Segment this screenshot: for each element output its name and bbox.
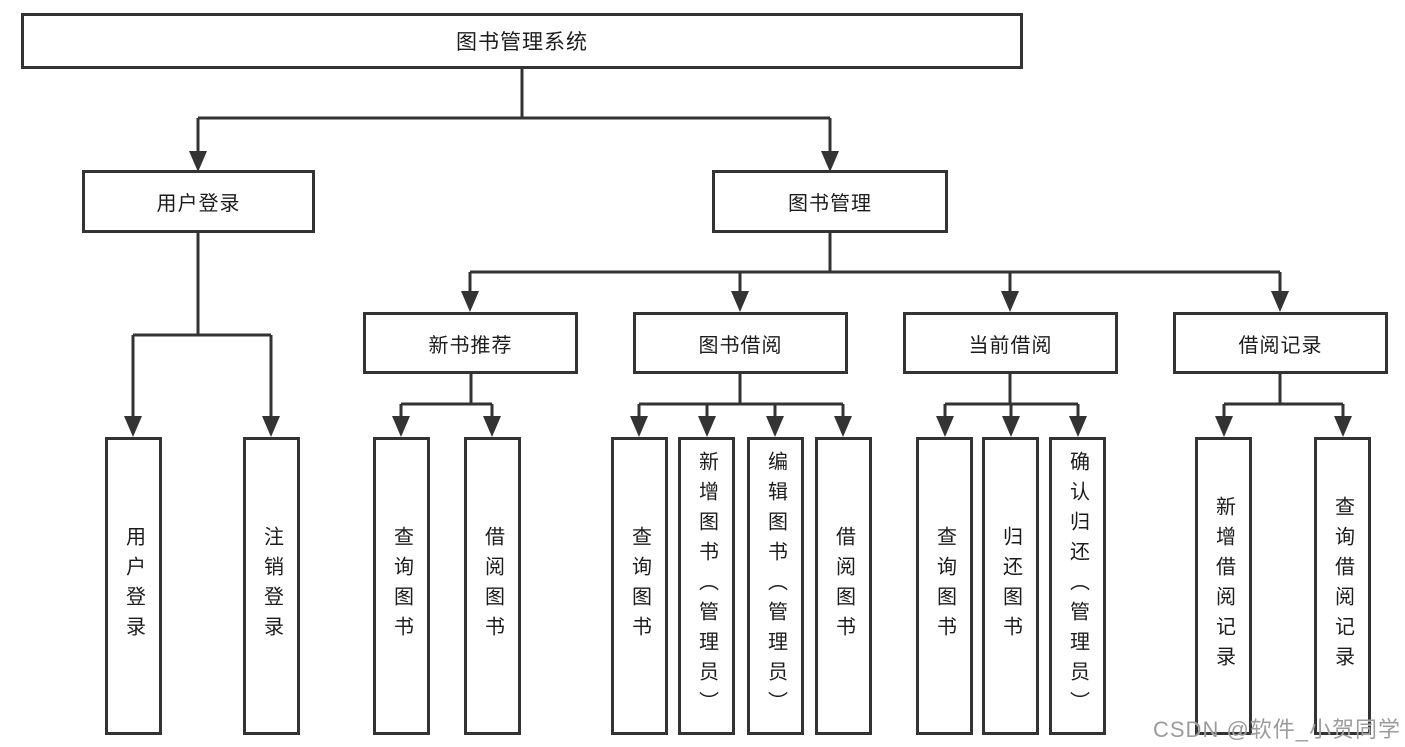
leaf-confirm-return-admin: 确认归还（管理员） [1049, 437, 1106, 735]
leaf-logout: 注销登录 [243, 437, 300, 735]
arrowhead-down-icon [189, 151, 207, 172]
leaf-label: 查询借阅记录 [1331, 496, 1354, 676]
leaf-add-books-admin: 新增图书（管理员） [678, 437, 735, 735]
node-new-book-recommend: 新书推荐 [363, 312, 578, 374]
arrowhead-down-icon [1069, 416, 1087, 437]
connector-records-branch [1215, 374, 1352, 437]
arrowhead-down-icon [630, 416, 648, 437]
leaf-label: 编辑图书（管理员） [764, 451, 787, 721]
arrowhead-down-icon [766, 416, 784, 437]
node-label: 用户登录 [156, 193, 241, 215]
node-book-management: 图书管理 [712, 170, 948, 233]
leaf-query-books: 查询图书 [373, 437, 430, 735]
node-user-login: 用户登录 [82, 170, 315, 233]
arrowhead-down-icon [1215, 416, 1233, 437]
connector-line [468, 233, 1282, 293]
node-label: 新书推荐 [428, 334, 513, 357]
leaf-label: 借阅图书 [832, 526, 855, 646]
arrowhead-down-icon [1002, 416, 1020, 437]
leaf-label: 确认归还（管理员） [1066, 451, 1089, 721]
node-book-borrow: 图书借阅 [633, 312, 848, 374]
connector-line [131, 233, 273, 418]
arrowhead-down-icon [936, 416, 954, 437]
leaf-label: 借阅图书 [481, 526, 504, 646]
leaf-user-login: 用户登录 [105, 437, 162, 735]
connector-line [637, 374, 845, 418]
leaf-return-books: 归还图书 [982, 437, 1039, 735]
arrowhead-down-icon [1001, 291, 1019, 312]
node-label: 图书管理 [788, 193, 872, 215]
arrowhead-down-icon [461, 291, 479, 312]
connector-line [196, 69, 832, 153]
csdn-watermark: CSDN @软件_小贺同学 [1153, 717, 1402, 742]
connector-line [399, 374, 494, 418]
arrowhead-down-icon [698, 416, 716, 437]
leaf-borrow-books: 借阅图书 [815, 437, 872, 735]
leaf-label: 查询图书 [628, 526, 651, 646]
connector-book-mgmt-branch [461, 233, 1289, 312]
node-label: 图书借阅 [698, 334, 783, 357]
leaf-label: 查询图书 [390, 526, 413, 646]
arrowhead-down-icon [1271, 291, 1289, 312]
arrowhead-down-icon [483, 416, 501, 437]
leaf-add-borrow-record: 新增借阅记录 [1195, 437, 1252, 735]
arrowhead-down-icon [392, 416, 410, 437]
arrowhead-down-icon [731, 291, 749, 312]
connector-root-branch [189, 69, 839, 172]
leaf-label: 用户登录 [122, 526, 145, 646]
leaf-label: 查询图书 [933, 526, 956, 646]
arrowhead-down-icon [262, 416, 280, 437]
arrowhead-down-icon [834, 416, 852, 437]
leaf-borrow-books: 借阅图书 [464, 437, 521, 735]
leaf-query-books: 查询图书 [916, 437, 973, 735]
leaf-edit-books-admin: 编辑图书（管理员） [747, 437, 804, 735]
node-label: 图书管理系统 [456, 31, 588, 54]
leaf-label: 新增借阅记录 [1212, 496, 1235, 676]
connector-line [1222, 374, 1345, 418]
arrowhead-down-icon [124, 416, 142, 437]
node-library-system: 图书管理系统 [21, 13, 1023, 69]
leaf-label: 新增图书（管理员） [695, 451, 718, 721]
arrowhead-down-icon [1334, 416, 1352, 437]
leaf-query-borrow-record: 查询借阅记录 [1314, 437, 1371, 735]
connector-new-book-branch [392, 374, 501, 437]
connector-current-branch [936, 374, 1087, 437]
connector-user-login-branch [124, 233, 280, 437]
leaf-label: 注销登录 [260, 526, 283, 646]
connector-borrow-branch [630, 374, 852, 437]
connector-line [943, 374, 1080, 418]
node-label: 借阅记录 [1238, 334, 1323, 357]
node-current-borrow: 当前借阅 [903, 312, 1118, 374]
node-label: 当前借阅 [968, 334, 1053, 357]
node-borrow-records: 借阅记录 [1173, 312, 1388, 374]
leaf-query-books: 查询图书 [611, 437, 668, 735]
leaf-label: 归还图书 [999, 526, 1022, 646]
arrowhead-down-icon [821, 151, 839, 172]
